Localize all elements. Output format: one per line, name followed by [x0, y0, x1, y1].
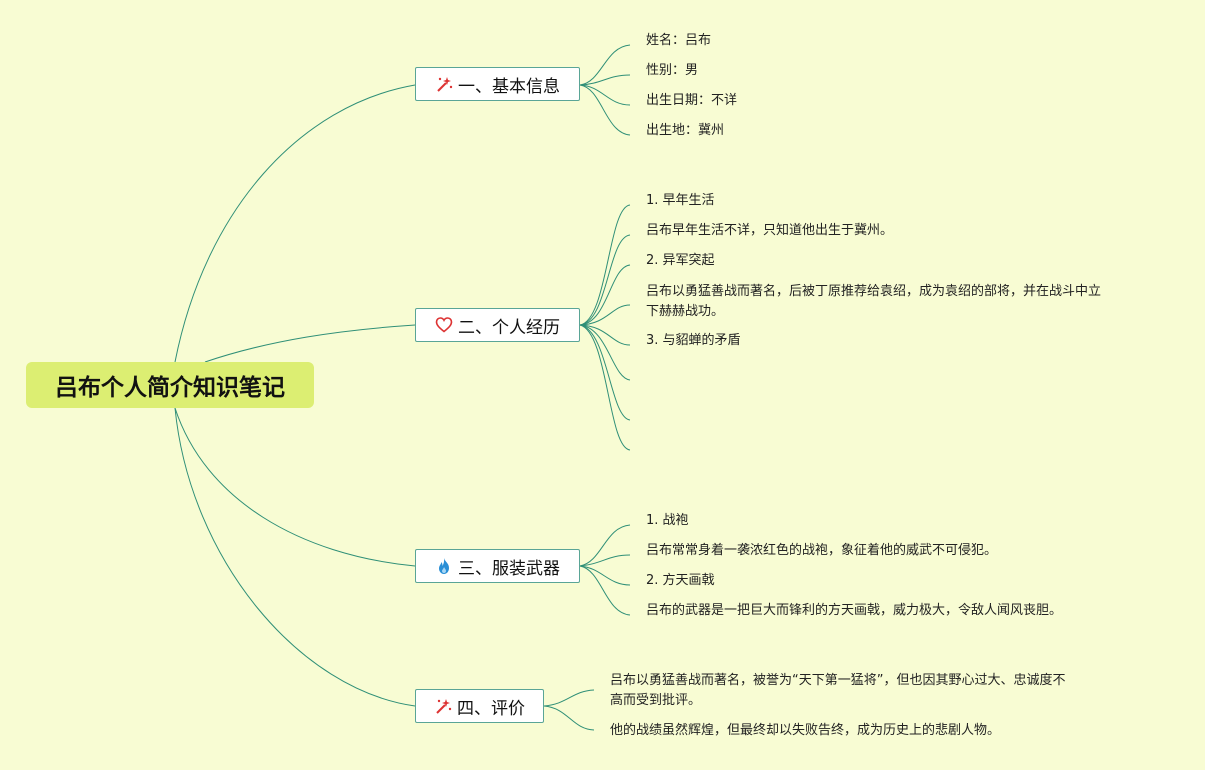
branch-label: 三、服装武器	[458, 558, 560, 579]
leaf-birth-date[interactable]: 出生日期：不详	[646, 93, 738, 108]
leaf-evaluation-text-cont[interactable]: 高而受到批评。	[610, 693, 702, 708]
branch-label: 四、评价	[457, 698, 525, 719]
branch-evaluation[interactable]: 四、评价	[415, 689, 544, 723]
leaf-evaluation-text[interactable]: 吕布以勇猛善战而著名，被誉为“天下第一猛将”，但也因其野心过大、忠诚度不	[610, 673, 1066, 688]
heart-icon	[435, 317, 453, 333]
magic-wand-icon	[436, 699, 452, 714]
leaf-rise-text-cont[interactable]: 下赫赫战功。	[646, 304, 725, 319]
leaf-robe-text[interactable]: 吕布常常身着一袭浓红色的战袍，象征着他的威武不可侵犯。	[646, 543, 998, 558]
leaf-name[interactable]: 姓名：吕布	[646, 33, 712, 48]
leaf-gender[interactable]: 性别：男	[646, 63, 699, 78]
branch-basic-info[interactable]: 一、基本信息	[415, 67, 580, 101]
leaf-halberd-text[interactable]: 吕布的武器是一把巨大而锋利的方天画戟，威力极大，令敌人闻风丧胆。	[646, 603, 1063, 618]
magic-wand-icon	[437, 77, 453, 92]
branch-label: 一、基本信息	[458, 76, 560, 97]
leaf-birthplace[interactable]: 出生地：冀州	[646, 123, 725, 138]
leaf-tragic-hero-text[interactable]: 他的战绩虽然辉煌，但最终却以失败告终，成为历史上的悲剧人物。	[610, 723, 1001, 738]
leaf-diaochan-heading[interactable]: 3. 与貂蝉的矛盾	[646, 333, 741, 348]
leaf-robe-heading[interactable]: 1. 战袍	[646, 513, 689, 528]
branch-experience[interactable]: 二、个人经历	[415, 308, 580, 342]
leaf-halberd-heading[interactable]: 2. 方天画戟	[646, 573, 715, 588]
leaf-rise-text[interactable]: 吕布以勇猛善战而著名，后被丁原推荐给袁绍，成为袁绍的部将，并在战斗中立	[646, 284, 1102, 299]
leaf-rise-heading[interactable]: 2. 异军突起	[646, 253, 715, 268]
leaf-early-life-text[interactable]: 吕布早年生活不详，只知道他出生于冀州。	[646, 223, 894, 238]
branch-clothing-weapons[interactable]: 三、服装武器	[415, 549, 580, 583]
flame-icon	[439, 558, 449, 574]
branch-label: 二、个人经历	[458, 317, 560, 338]
central-topic[interactable]: 吕布个人简介知识笔记	[26, 362, 314, 408]
leaf-early-life-heading[interactable]: 1. 早年生活	[646, 193, 715, 208]
